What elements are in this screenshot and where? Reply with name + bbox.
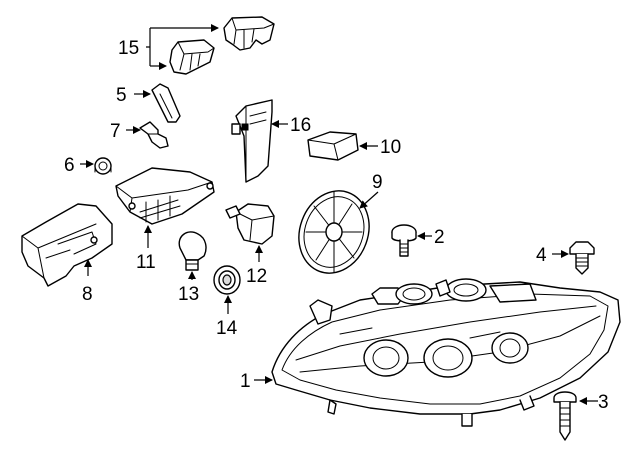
leader-15 [146,28,151,66]
part-3-screw [553,391,577,441]
callout-10: 10 [380,137,401,158]
part-11-control-unit [115,167,215,225]
part-14-socket [213,265,241,295]
callout-9: 9 [372,172,383,193]
callout-1: 1 [240,371,251,392]
part-6-grommet [94,157,112,175]
leader-lines [80,24,598,405]
part-9-cap [298,190,370,274]
callout-5: 5 [116,85,127,106]
callout-13: 13 [178,284,199,305]
callout-2: 2 [434,227,445,248]
part-2-bolt [391,224,417,257]
part-15-clip-upper [223,16,275,51]
part-10-box [307,131,359,161]
leader-9 [359,191,379,209]
callout-14: 14 [216,318,238,339]
part-16-module [231,99,273,183]
callout-7: 7 [110,121,121,142]
callout-6: 6 [64,155,75,176]
part-8-bracket [21,203,113,287]
part-15-clip-lower [169,39,215,75]
part-1-headlamp [271,278,621,427]
part-13-bulb [178,231,207,271]
callout-8: 8 [82,284,93,305]
callout-labels: 15 5 7 6 16 10 9 11 8 12 13 14 2 4 3 1 [64,38,609,413]
callout-15: 15 [118,38,139,59]
part-4-screw [569,241,595,275]
callout-11: 11 [136,252,156,273]
part-12-socket [225,203,275,245]
callout-4: 4 [536,245,547,266]
callout-16: 16 [290,115,311,136]
part-7-bracket [139,121,169,149]
callout-12: 12 [246,266,267,287]
part-5-tab [151,83,181,123]
callout-3: 3 [598,392,609,413]
